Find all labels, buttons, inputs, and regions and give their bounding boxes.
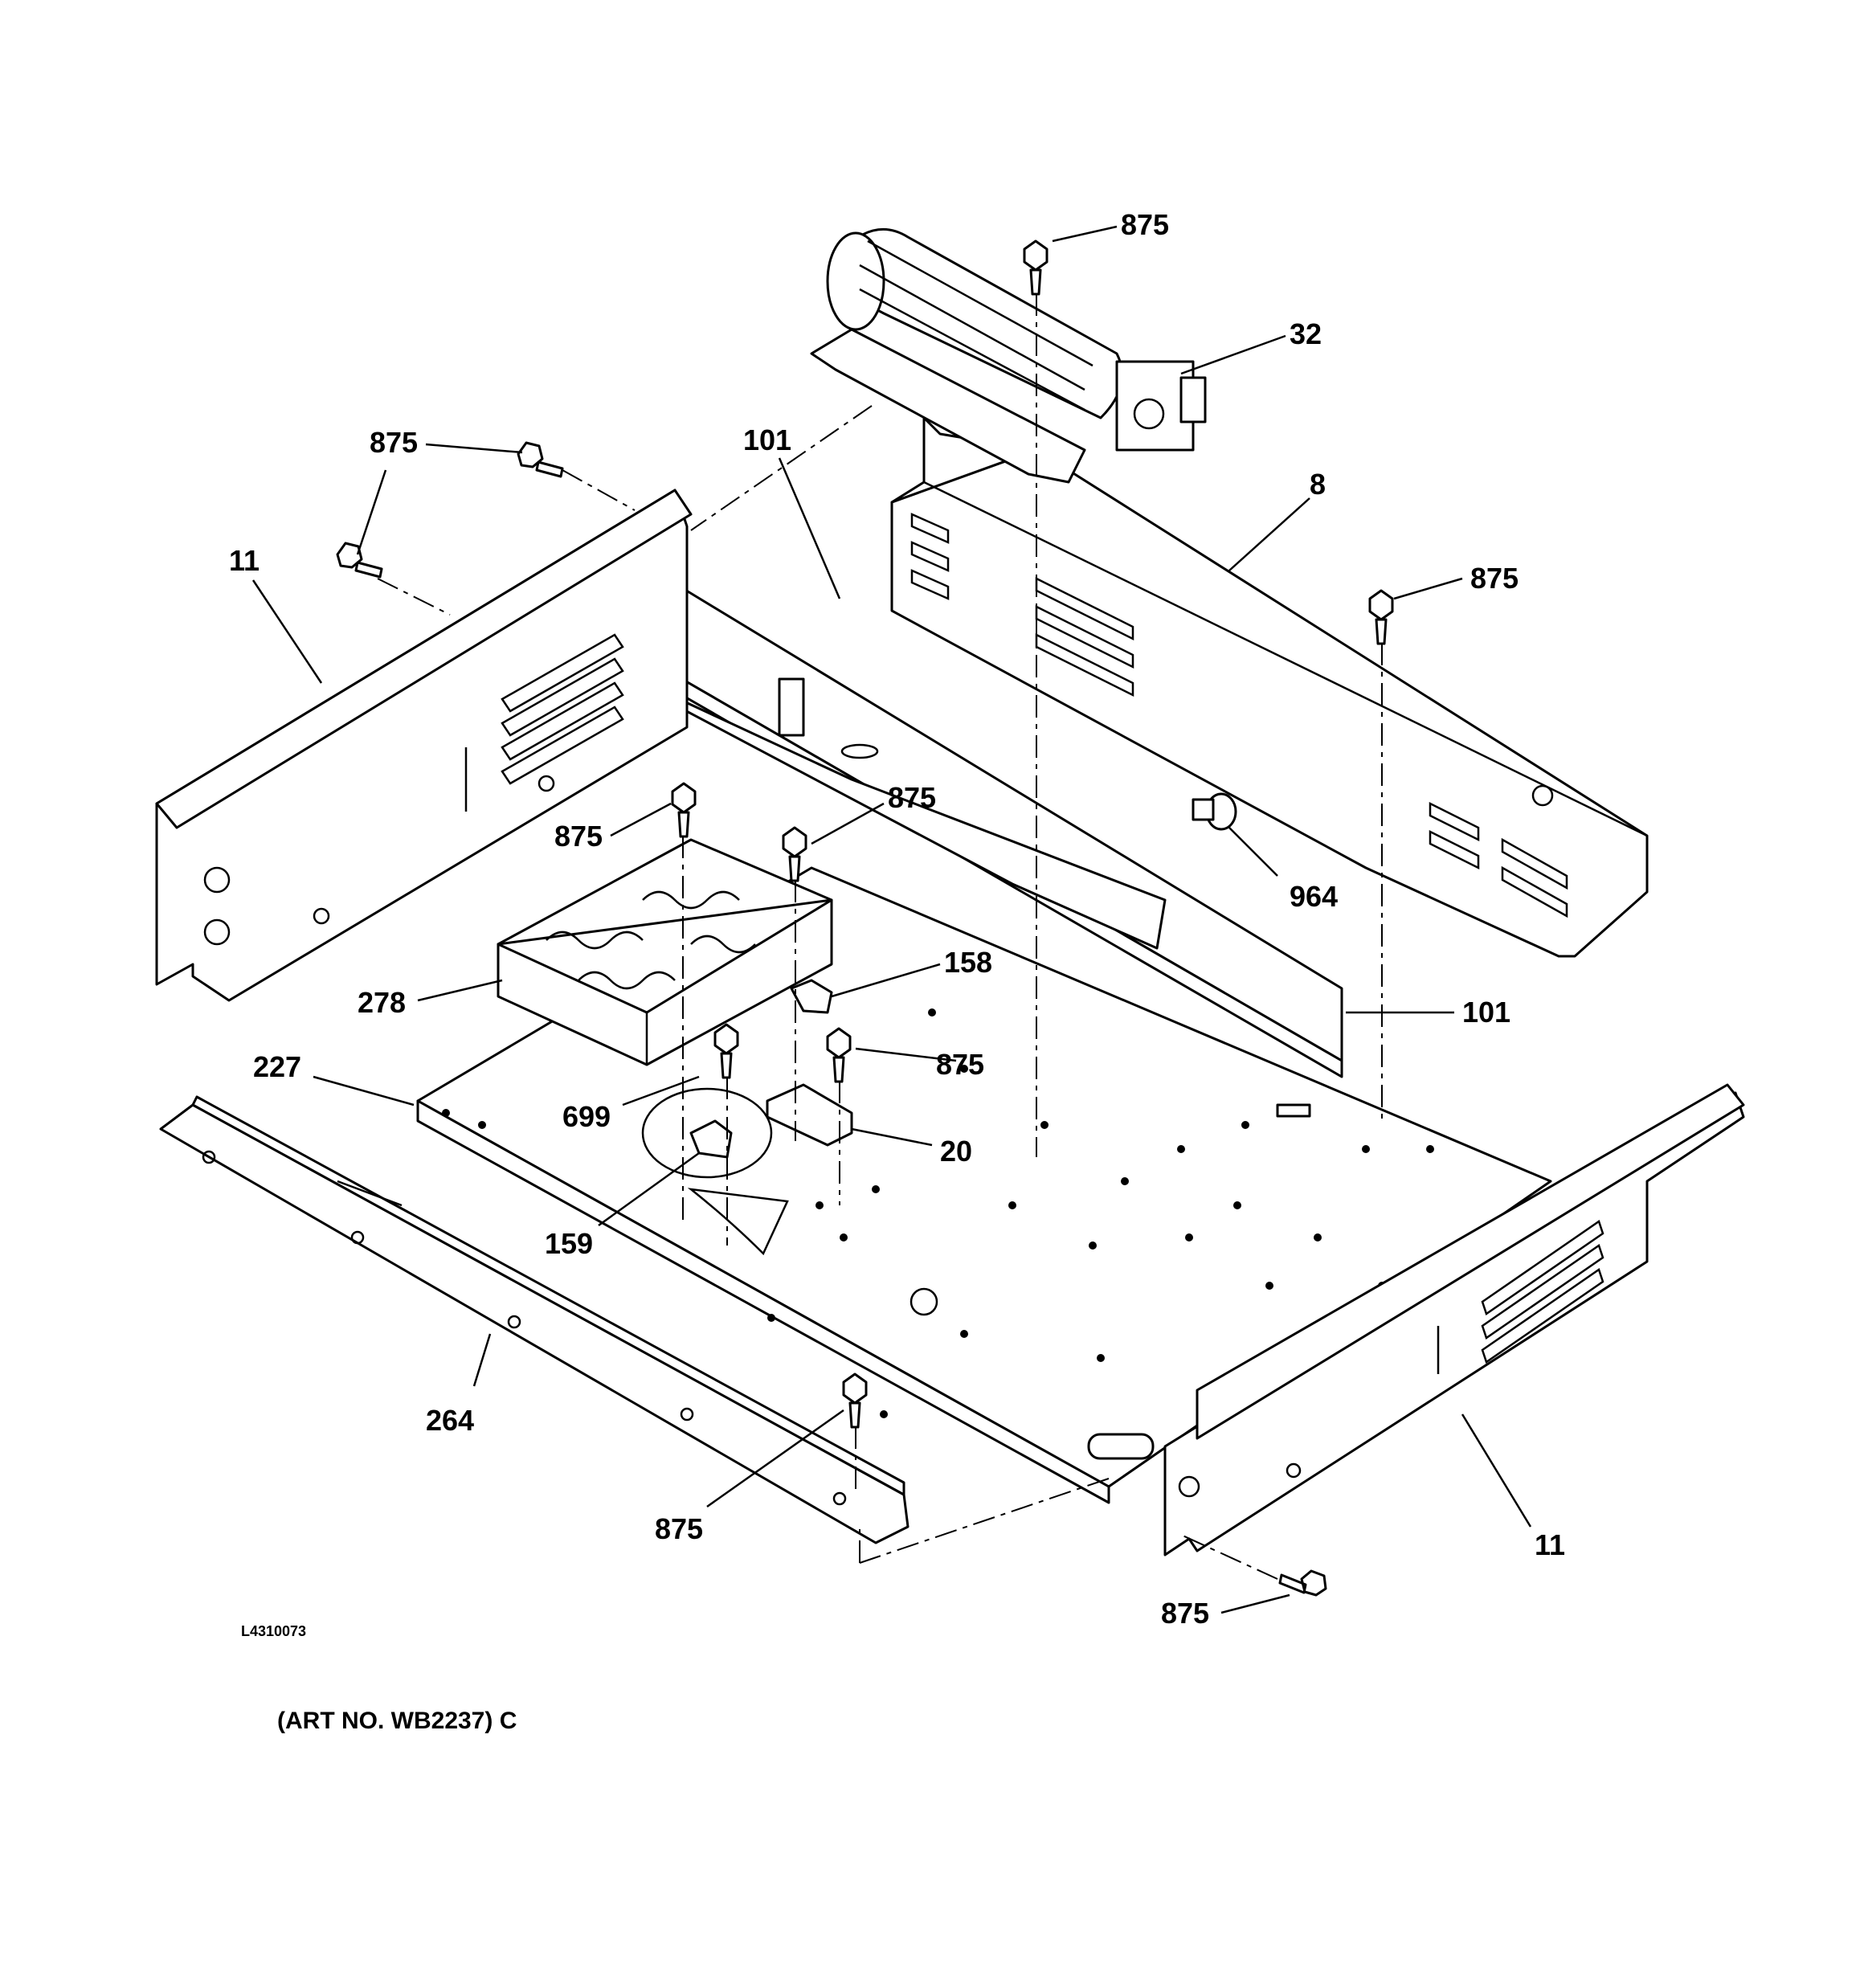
callout-grommet: 964 bbox=[1290, 880, 1339, 913]
callout-left-top-screw-a: 875 bbox=[370, 426, 419, 459]
callout-front-rail: 264 bbox=[426, 1404, 475, 1437]
callout-bracket-screw: 875 bbox=[936, 1048, 985, 1081]
thermostat-158 bbox=[790, 979, 833, 1014]
callout-fan-assembly: 32 bbox=[1290, 317, 1322, 350]
callout-insulation: 278 bbox=[358, 986, 407, 1019]
callout-baffle-right: 101 bbox=[1462, 996, 1511, 1029]
callout-fan-screw: 875 bbox=[1121, 208, 1170, 241]
callout-right-side-panel: 11 bbox=[1535, 1528, 1566, 1561]
callout-bracket: 20 bbox=[940, 1135, 973, 1168]
callout-center-screw: 875 bbox=[888, 781, 937, 814]
thermostat-159 bbox=[689, 1119, 733, 1159]
right-side-panel-vents bbox=[1481, 1220, 1604, 1364]
callout-thermostat-158: 158 bbox=[944, 946, 993, 979]
callout-rear-panel: 8 bbox=[1310, 468, 1326, 501]
callout-right-rear-screw: 875 bbox=[1470, 562, 1519, 595]
right-side-panel bbox=[1163, 1083, 1745, 1556]
front-rail bbox=[159, 1095, 910, 1544]
rear-panel-vents-center bbox=[1035, 576, 1134, 697]
screws bbox=[336, 239, 1394, 1597]
callout-thermostat-159: 159 bbox=[545, 1227, 594, 1260]
leader-lines bbox=[251, 225, 1532, 1614]
callout-left-base-screw: 875 bbox=[554, 820, 603, 853]
callout-bottom-panel: 227 bbox=[253, 1050, 302, 1083]
callout-front-rail-screw: 875 bbox=[655, 1512, 704, 1545]
fan-assembly bbox=[810, 227, 1207, 484]
assembly-lines bbox=[377, 293, 1383, 1580]
rear-panel-vents-left bbox=[910, 513, 950, 600]
grommet-964 bbox=[1192, 792, 1237, 831]
callout-right-side-screw: 875 bbox=[1161, 1597, 1210, 1630]
callout-left-side-panel: 11 bbox=[229, 544, 260, 577]
left-side-panel bbox=[155, 489, 693, 1002]
rear-panel bbox=[890, 416, 1649, 958]
callout-baffle-top: 101 bbox=[743, 423, 792, 456]
bracket-20 bbox=[766, 1083, 853, 1147]
drawing-code: L4310073 bbox=[241, 1623, 307, 1639]
callout-screw-699: 699 bbox=[562, 1100, 611, 1133]
insulation-pad bbox=[497, 838, 833, 1066]
art-number: (ART NO. WB2237) C bbox=[277, 1708, 517, 1734]
left-side-panel-vents bbox=[501, 633, 624, 785]
rear-panel-vents-right bbox=[1429, 801, 1568, 918]
baffle bbox=[629, 565, 1343, 1078]
